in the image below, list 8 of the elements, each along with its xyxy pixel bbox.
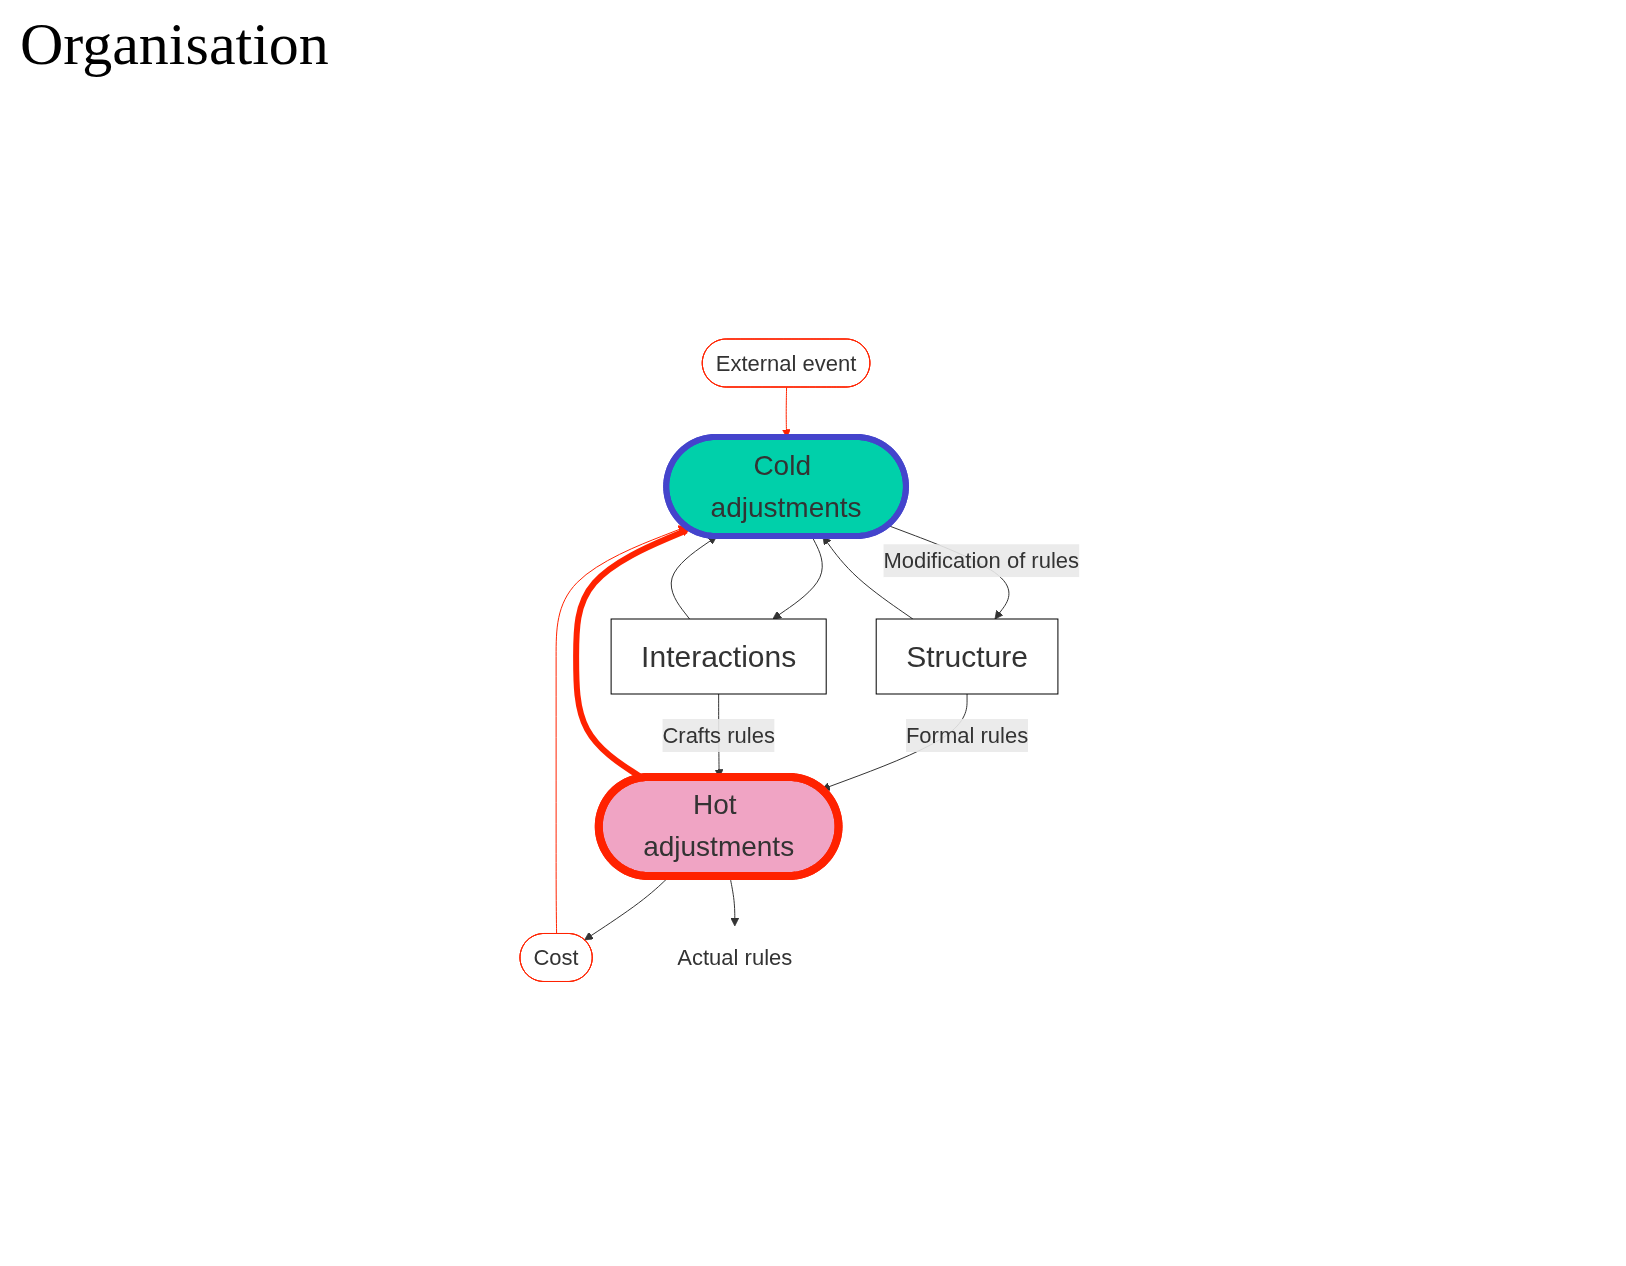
node-box: Structure bbox=[876, 618, 1059, 695]
arrow bbox=[671, 536, 718, 620]
edge-label: Crafts rules bbox=[662, 723, 776, 748]
node-text: Actual rules bbox=[677, 944, 793, 970]
edge-label: Formal rules bbox=[906, 723, 1029, 748]
edge-label: Modification of rules bbox=[883, 548, 1080, 574]
node-box: Interactions bbox=[611, 618, 828, 695]
diagram-title: Organisation bbox=[20, 10, 330, 79]
